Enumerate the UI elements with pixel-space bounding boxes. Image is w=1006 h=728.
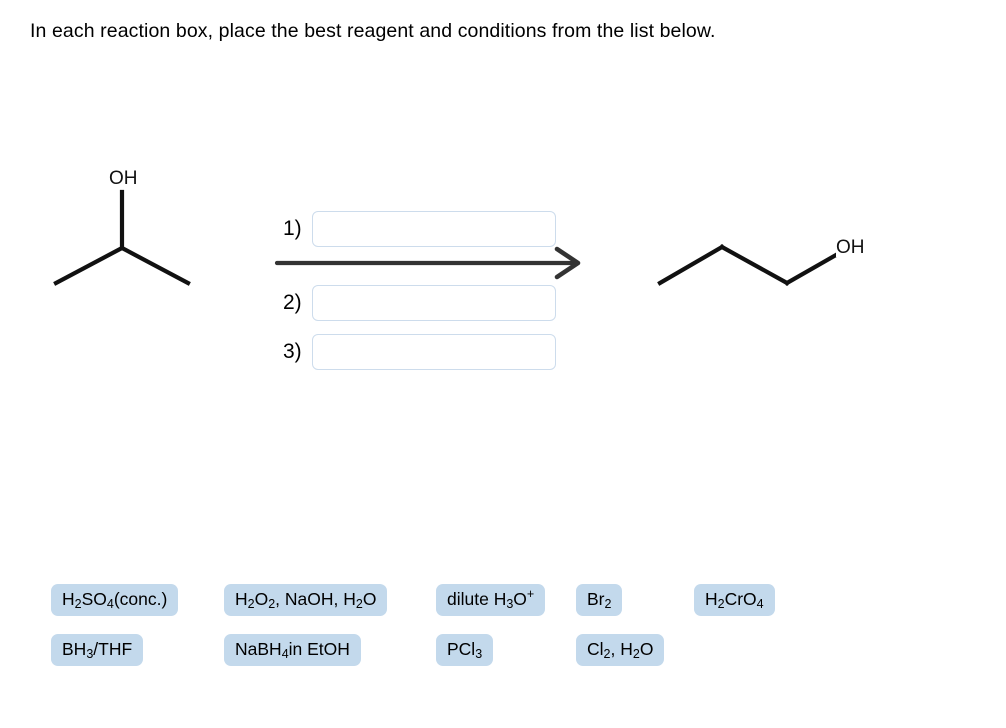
- scheme-drawing-layer: [53, 189, 839, 286]
- product-hydroxyl-label: OH: [836, 237, 865, 258]
- step-3-number: 3): [283, 340, 302, 363]
- reaction-scheme: OH OH 1) 2) 3): [53, 168, 865, 370]
- reactant-hydroxyl-label: OH: [109, 168, 138, 189]
- reaction-arrow-icon: [274, 246, 581, 280]
- reagent-dropbox-2[interactable]: [312, 285, 556, 321]
- reagent-dropbox-3[interactable]: [312, 334, 556, 370]
- page-title: In each reaction box, place the best rea…: [30, 20, 716, 42]
- step-2-number: 2): [283, 291, 302, 314]
- step-1-number: 1): [283, 217, 302, 240]
- product-structure-propan-1-ol: [657, 244, 839, 286]
- reagent-dropbox-1[interactable]: [312, 211, 556, 247]
- reactant-structure-isopropanol: [53, 189, 191, 286]
